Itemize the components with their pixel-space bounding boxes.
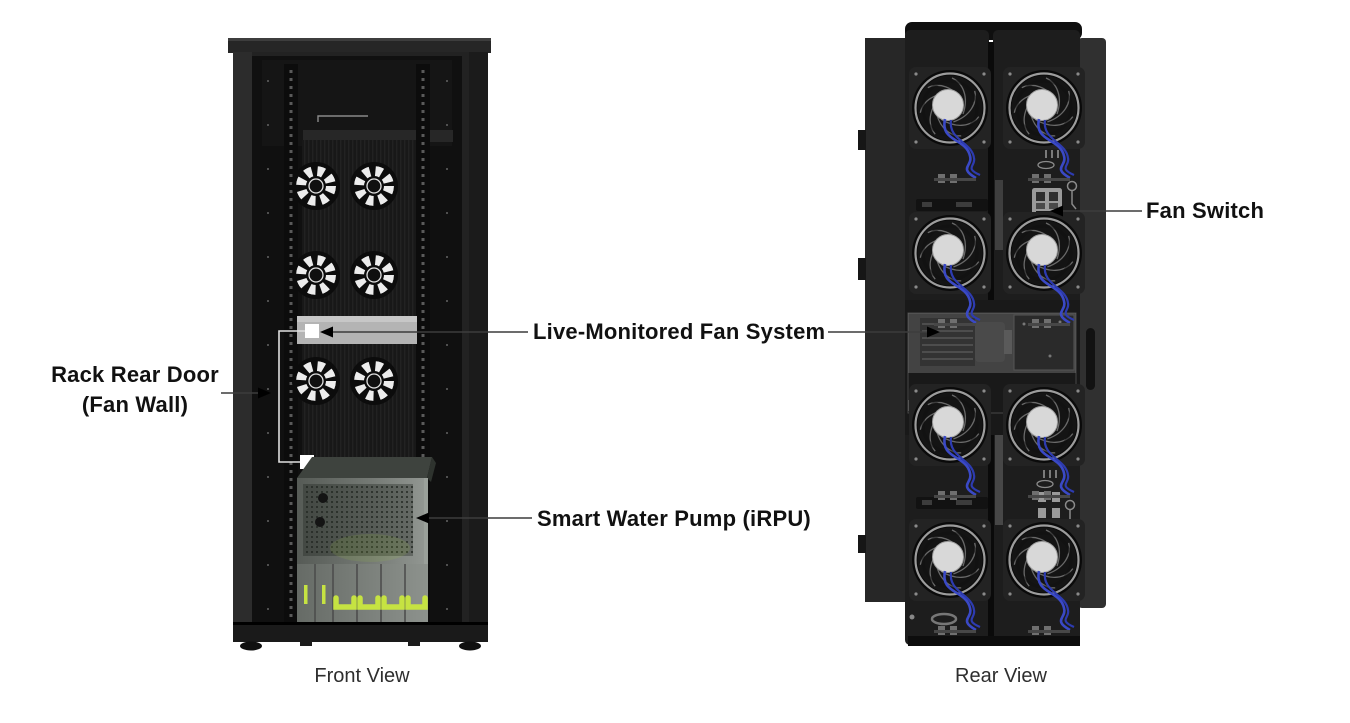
front-rack-top-cap bbox=[228, 38, 491, 53]
callout-arrowheads bbox=[258, 205, 1063, 524]
hinge-tab bbox=[858, 258, 866, 280]
door-handle bbox=[1086, 328, 1095, 390]
rack-rear-door-label: Rack Rear Door (Fan Wall) bbox=[51, 362, 219, 417]
green-handle bbox=[333, 595, 357, 610]
arrowhead-icon bbox=[927, 326, 940, 338]
pump-knob bbox=[318, 493, 328, 503]
connector-markings bbox=[1043, 470, 1057, 478]
front-fan-icon bbox=[293, 252, 339, 298]
rear-door-illustration bbox=[858, 22, 1106, 646]
front-rack-base bbox=[233, 622, 488, 642]
arrowhead-icon bbox=[416, 512, 429, 524]
green-handle bbox=[381, 595, 405, 610]
green-indicator bbox=[322, 585, 326, 604]
fan-switch-label: Fan Switch bbox=[1146, 198, 1265, 223]
front-rack-rail-left bbox=[284, 64, 298, 628]
fan-wall-span-bracket bbox=[278, 330, 306, 463]
callout-lines bbox=[221, 210, 1142, 519]
arrowhead-icon bbox=[320, 326, 333, 338]
arrowhead-icon bbox=[1050, 205, 1063, 217]
front-fan-icon bbox=[293, 358, 339, 404]
front-fan-icon bbox=[351, 252, 397, 298]
green-handle bbox=[357, 595, 381, 610]
white-square-marker bbox=[305, 324, 319, 338]
front-view-caption: Front View bbox=[314, 665, 410, 687]
pump-knob bbox=[315, 517, 325, 527]
green-handle bbox=[405, 595, 428, 610]
rear-view-caption: Rear View bbox=[955, 665, 1047, 687]
connector-markings bbox=[1045, 150, 1059, 158]
water-pump-label: Smart Water Pump (iRPU) bbox=[537, 506, 811, 531]
hinge-tab bbox=[858, 130, 866, 150]
front-fan-icon bbox=[293, 163, 339, 209]
rack-foot bbox=[240, 641, 262, 651]
water-pump-unit bbox=[297, 457, 436, 622]
arrowhead-icon bbox=[258, 387, 271, 399]
pump-module-row bbox=[297, 564, 428, 622]
hinge-tab bbox=[858, 535, 866, 553]
door-button bbox=[930, 612, 958, 626]
green-indicator bbox=[304, 585, 308, 604]
rack-foot bbox=[459, 641, 481, 651]
front-fan-icon bbox=[351, 358, 397, 404]
fan-system-label: Live-Monitored Fan System bbox=[533, 319, 826, 344]
front-rack-illustration bbox=[228, 38, 491, 651]
front-fan-icon bbox=[351, 163, 397, 209]
rear-door-right-frame bbox=[1078, 38, 1106, 608]
rear-door-left-frame bbox=[865, 38, 907, 602]
